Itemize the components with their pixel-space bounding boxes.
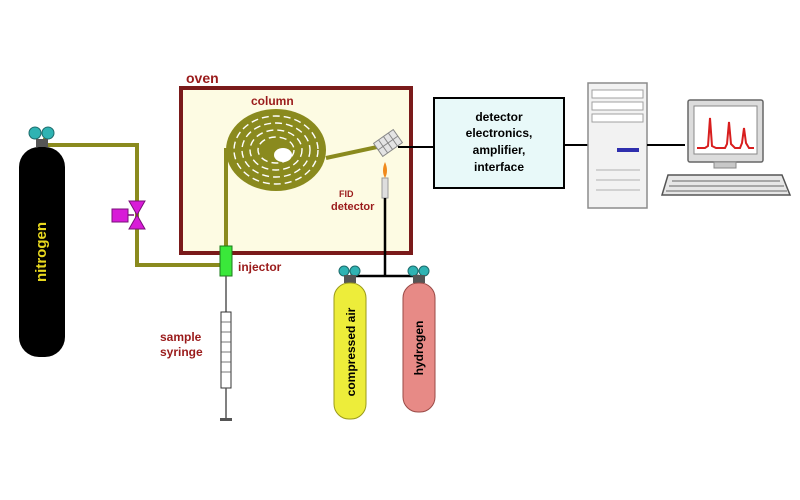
computer-tower-icon (587, 82, 648, 209)
keyboard-icon (660, 174, 792, 196)
detector-gas-lines (350, 198, 419, 278)
electronics-line-3: amplifier, (473, 143, 526, 157)
injector-label: injector (238, 260, 282, 274)
hydrogen-label: hydrogen (412, 321, 426, 376)
detector-label: detector (331, 201, 375, 213)
syringe-icon: sample syringe (160, 276, 232, 421)
electronics-line-1: detector (475, 110, 523, 124)
chromatogram-trace (697, 117, 754, 149)
nitrogen-tank (19, 147, 65, 357)
monitor-icon (687, 99, 764, 169)
electronics-line-2: electronics, (466, 126, 533, 140)
compressed-air-label: compressed air (344, 307, 358, 396)
oven-label: oven (186, 70, 219, 86)
flame-detector-icon: FID detector (331, 128, 404, 213)
air-tank (333, 282, 367, 420)
nitrogen-cylinder: nitrogen (19, 126, 65, 357)
syringe-label: syringe (160, 345, 203, 359)
column-label: column (251, 94, 294, 108)
flame-icon (383, 162, 387, 178)
fid-label: FID (339, 189, 354, 199)
injector: injector (219, 245, 282, 277)
hydrogen-tank (402, 282, 436, 413)
detector-jet (381, 177, 389, 199)
column-coil (226, 109, 326, 191)
electronics-line-4: interface (474, 160, 524, 174)
valve-icon (111, 200, 146, 230)
nitrogen-label: nitrogen (33, 222, 50, 282)
electronics-box (433, 97, 565, 189)
detector-electronics: detector electronics, amplifier, interfa… (398, 97, 588, 189)
column-outlet-line (325, 144, 383, 160)
coil-column-icon: column (226, 94, 326, 191)
gas-cylinder-icon (28, 126, 42, 140)
detector-grid (372, 128, 404, 158)
sample-label: sample (160, 330, 202, 344)
injector-block (219, 245, 233, 277)
hydrogen-cylinder: hydrogen (402, 265, 436, 413)
compressed-air-cylinder: compressed air (333, 265, 367, 420)
